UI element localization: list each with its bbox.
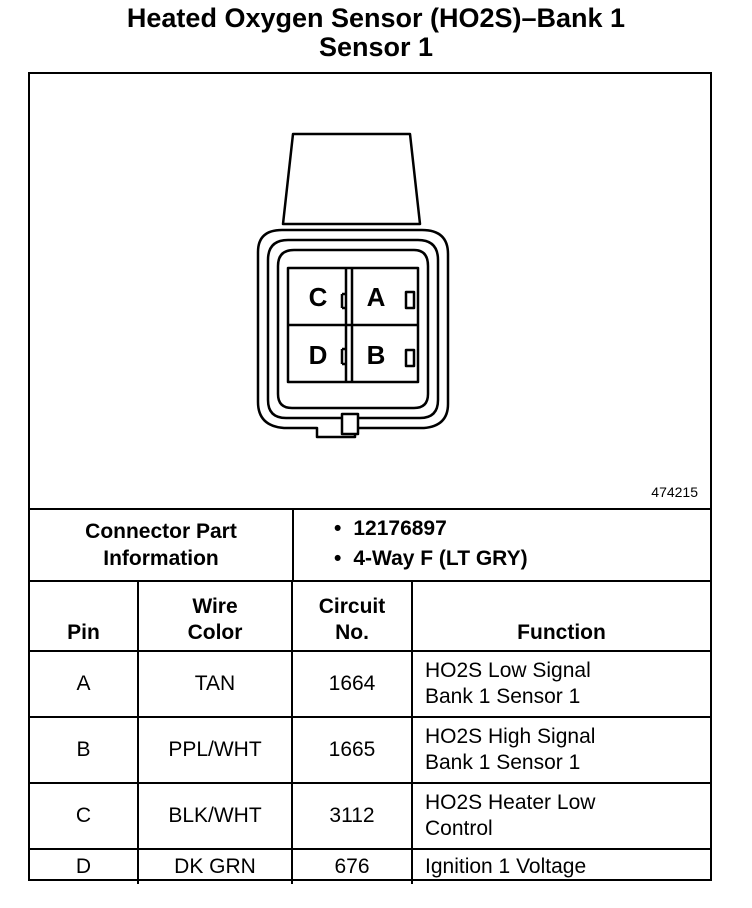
title-line-1: Heated Oxygen Sensor (HO2S)–Bank 1: [126, 3, 626, 33]
cell-circuit: 676: [291, 848, 413, 884]
table-row: A TAN 1664 HO2S Low Signal Bank 1 Sensor…: [30, 650, 710, 718]
cell-function: Ignition 1 Voltage: [411, 848, 710, 884]
cell-pin: D: [30, 848, 139, 884]
cell-circuit: 1664: [291, 650, 413, 718]
header-wire-color: Wire Color: [137, 582, 293, 652]
cell-wire-color: DK GRN: [137, 848, 293, 884]
cell-wire-color: TAN: [137, 650, 293, 718]
cell-function: HO2S Heater Low Control: [411, 782, 710, 850]
pin-label-b: B: [367, 340, 386, 370]
title-line-2: Sensor 1: [318, 32, 434, 62]
cell-function: HO2S High Signal Bank 1 Sensor 1: [411, 716, 710, 784]
pin-table: Pin Wire Color Circuit No. Function A TA…: [30, 582, 710, 884]
table-row: B PPL/WHT 1665 HO2S High Signal Bank 1 S…: [30, 716, 710, 784]
cell-circuit: 3112: [291, 782, 413, 850]
cell-pin: C: [30, 782, 139, 850]
connector-part-number: 12176897: [334, 514, 710, 544]
pin-label-a: A: [367, 282, 386, 312]
table-row: C BLK/WHT 3112 HO2S Heater Low Control: [30, 782, 710, 850]
connector-diagram: C A D B 474215: [30, 74, 710, 510]
connector-info-row: Connector Part Information 12176897 4-Wa…: [30, 510, 710, 582]
cell-pin: A: [30, 650, 139, 718]
header-circuit-no: Circuit No.: [291, 582, 413, 652]
connector-drawing: C A D B: [256, 132, 450, 439]
table-header-row: Pin Wire Color Circuit No. Function: [30, 582, 710, 652]
connector-info-list: 12176897 4-Way F (LT GRY): [294, 510, 710, 580]
page-title: Heated Oxygen Sensor (HO2S)–Bank 1 Senso…: [0, 4, 752, 62]
connector-info-label: Connector Part Information: [30, 510, 294, 580]
pin-label-d: D: [309, 340, 328, 370]
cell-wire-color: PPL/WHT: [137, 716, 293, 784]
cell-wire-color: BLK/WHT: [137, 782, 293, 850]
header-function: Function: [411, 582, 710, 652]
cell-function: HO2S Low Signal Bank 1 Sensor 1: [411, 650, 710, 718]
table-row: D DK GRN 676 Ignition 1 Voltage: [30, 848, 710, 884]
connector-type: 4-Way F (LT GRY): [334, 544, 710, 574]
cell-pin: B: [30, 716, 139, 784]
document-frame: C A D B 474215 Connector Part Informatio…: [28, 72, 712, 884]
figure-number: 474215: [651, 484, 698, 500]
cell-circuit: 1665: [291, 716, 413, 784]
pin-label-c: C: [309, 282, 328, 312]
header-pin: Pin: [30, 582, 139, 652]
